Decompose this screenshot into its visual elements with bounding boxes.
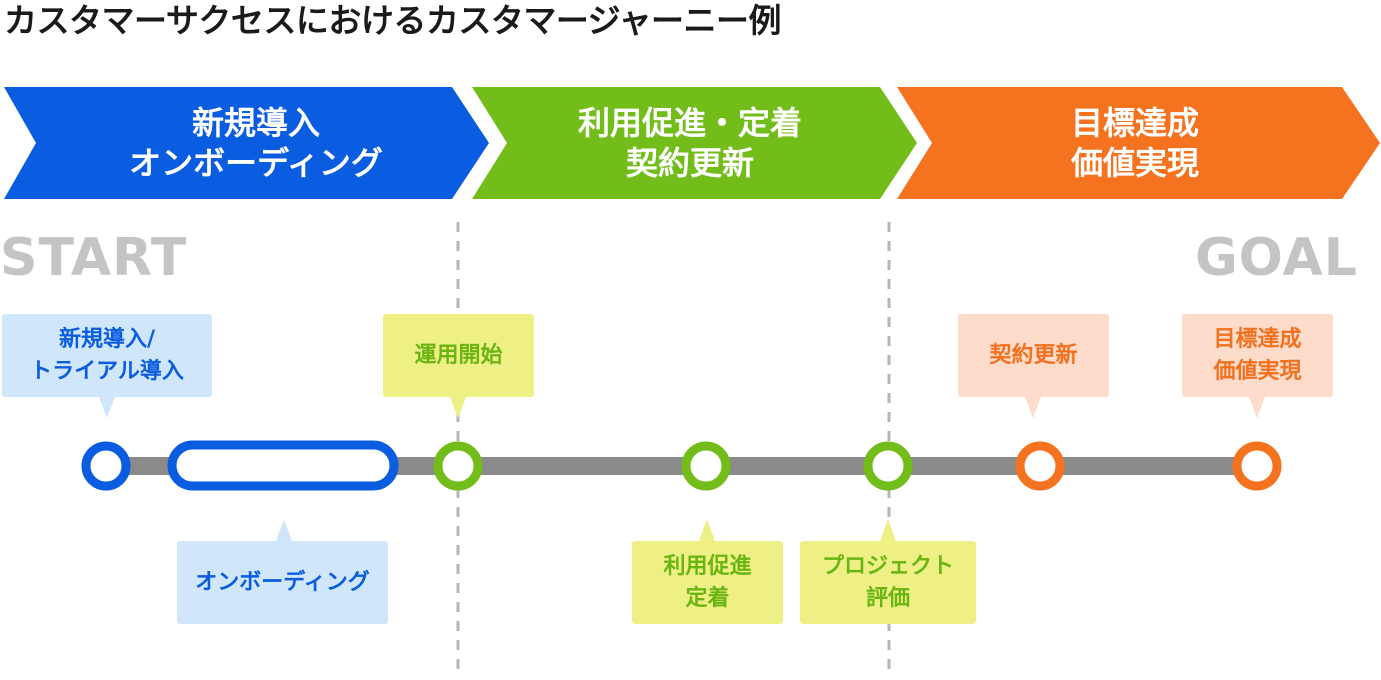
callout-goal: 目標達成 価値実現 — [1182, 314, 1333, 397]
callout-onboarding: オンボーディング — [177, 541, 388, 624]
phase-arrow-onboarding — [4, 87, 489, 199]
phase-arrow-adoption — [472, 87, 917, 199]
callout-pointer-project-review — [880, 519, 896, 541]
phase-label-adoption: 利用促進・定着 契約更新 — [500, 103, 880, 183]
callout-text: 契約更新 — [989, 342, 1078, 368]
goal-label: GOAL — [1195, 228, 1358, 288]
callout-pointer-adoption — [699, 519, 715, 541]
callout-pointer-onboarding — [276, 519, 292, 541]
callout-text-line2: トライアル導入 — [30, 358, 184, 384]
phase-label-onboarding: 新規導入 オンボーディング — [56, 103, 456, 183]
callout-text-line2: 定着 — [685, 585, 730, 611]
milestone-marker-adoption — [681, 441, 731, 491]
callout-renewal: 契約更新 — [958, 314, 1109, 397]
callout-text-line1: プロジェクト — [821, 553, 954, 579]
callout-pointer-trial — [99, 397, 115, 418]
phase-label-line2: オンボーディング — [129, 144, 383, 182]
callout-operation-start: 運用開始 — [383, 314, 534, 397]
callout-pointer-goal — [1249, 397, 1265, 418]
phase-label-line1: 利用促進・定着 — [577, 104, 802, 142]
callout-trial: 新規導入/ トライアル導入 — [2, 314, 212, 397]
callout-text-line1: 目標達成 — [1213, 326, 1302, 352]
callout-text: オンボーディング — [195, 569, 370, 595]
phase-label-line1: 目標達成 — [1070, 104, 1199, 142]
callout-pointer-operation-start — [450, 397, 466, 418]
milestone-marker-onboarding — [167, 440, 399, 491]
milestone-marker-trial — [81, 441, 131, 491]
callout-text-line2: 価値実現 — [1213, 358, 1302, 384]
phase-arrow-value — [897, 87, 1380, 199]
start-label: START — [0, 228, 188, 288]
callout-project-review: プロジェクト 評価 — [800, 541, 976, 624]
callout-text: 運用開始 — [414, 342, 503, 368]
callout-adoption: 利用促進 定着 — [632, 541, 783, 624]
milestone-marker-goal — [1232, 441, 1282, 491]
callout-text-line2: 評価 — [865, 585, 910, 611]
phase-label-line1: 新規導入 — [191, 104, 320, 142]
callout-pointer-renewal — [1025, 397, 1041, 418]
phase-label-line2: 価値実現 — [1070, 144, 1199, 182]
callout-text-line1: 利用促進 — [663, 553, 752, 579]
milestone-marker-operation-start — [433, 441, 483, 491]
milestone-marker-project-review — [863, 441, 913, 491]
callout-text-line1: 新規導入/ — [58, 326, 156, 352]
diagram-title: カスタマーサクセスにおけるカスタマージャーニー例 — [4, 1, 782, 40]
phase-label-value: 目標達成 価値実現 — [935, 103, 1335, 183]
phase-label-line2: 契約更新 — [625, 144, 754, 182]
milestone-marker-renewal — [1015, 441, 1065, 491]
